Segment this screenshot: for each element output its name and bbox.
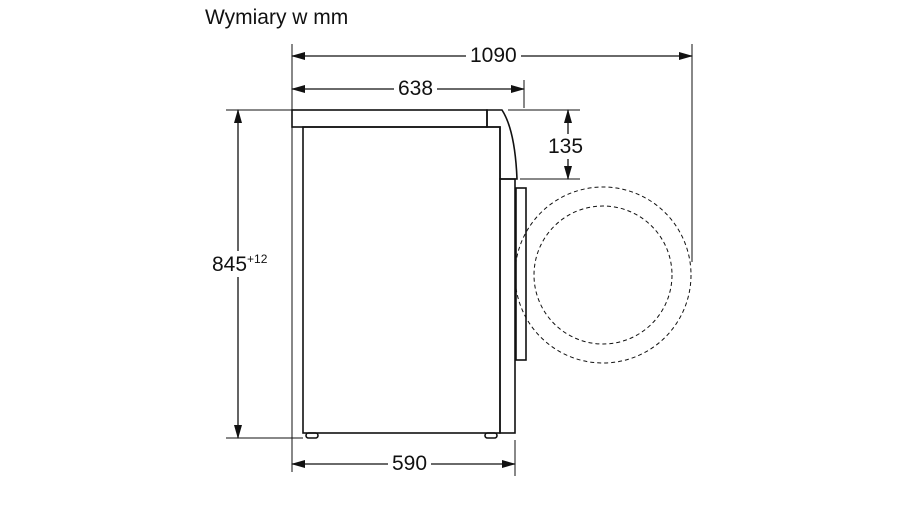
worktop	[291, 109, 488, 128]
machine-outline	[291, 109, 527, 439]
diagram-title: Wymiary w mm	[205, 6, 349, 29]
door-swing-inner	[533, 205, 673, 345]
control-panel	[486, 109, 518, 180]
foot-left	[305, 432, 319, 439]
dim-845-label: 845+12	[212, 251, 268, 277]
foot-right	[484, 432, 498, 439]
dim-135-label: 135	[548, 134, 584, 159]
front-panel	[499, 178, 516, 434]
dim-1090-label: 1090	[466, 45, 521, 66]
height-tolerance: +12	[247, 252, 268, 266]
height-value: 845	[212, 253, 248, 276]
body	[302, 126, 501, 434]
extension-lines	[226, 44, 693, 476]
dim-590-label: 590	[388, 453, 432, 474]
door	[515, 187, 527, 361]
dim-638-label: 638	[394, 78, 438, 99]
door-swing-outer	[514, 186, 692, 364]
